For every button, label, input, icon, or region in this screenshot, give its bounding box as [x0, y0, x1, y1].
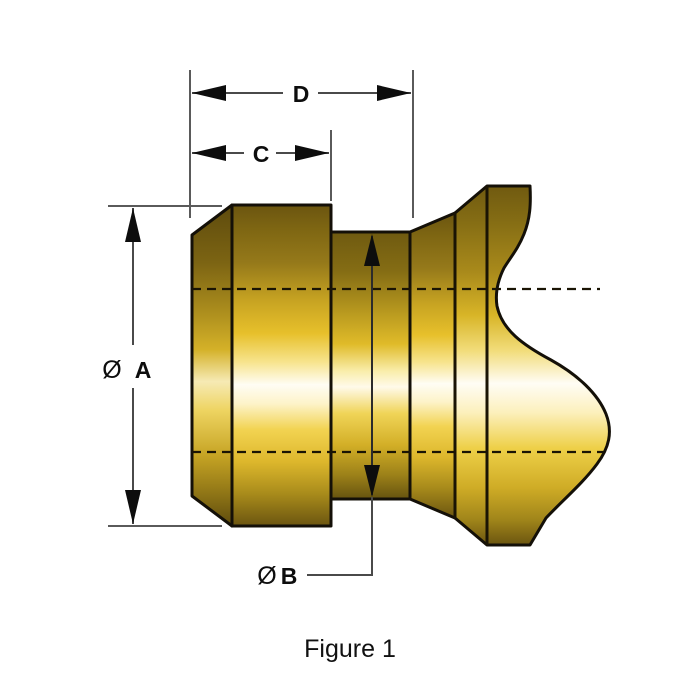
part-body: [190, 184, 611, 547]
part-right-bulb: [453, 184, 611, 547]
dimension-C-label: C: [253, 141, 270, 167]
dimension-D-arrow-left: [192, 85, 226, 101]
dimension-A-diameter-symbol: Ø: [102, 356, 121, 384]
dimension-D: D: [189, 70, 414, 218]
dimension-D-label: D: [293, 81, 310, 107]
part-groove-floor: [329, 230, 412, 501]
dimension-B-leader-line: [307, 497, 373, 576]
figure-caption: Figure 1: [304, 635, 396, 663]
dimension-A-arrow-top: [125, 208, 141, 242]
dimension-C: C: [192, 130, 332, 201]
part-main-body: [230, 203, 333, 528]
dimension-B-label: B: [281, 563, 298, 589]
dimension-A-label: A: [135, 357, 152, 383]
dimension-B: Ø B: [257, 234, 380, 590]
dimension-D-arrow-right: [377, 85, 411, 101]
dimension-B-diameter-symbol: Ø: [257, 562, 276, 590]
part-left-chamfer: [190, 203, 234, 528]
dimension-C-arrow-right: [295, 145, 329, 161]
dimension-A: Ø A: [102, 205, 222, 527]
dimension-B-arrow-bottom: [364, 465, 380, 497]
dimension-B-arrow-top: [364, 234, 380, 266]
dimension-C-arrow-left: [192, 145, 226, 161]
part-shoulder-flange: [408, 211, 457, 520]
dimension-A-arrow-bottom: [125, 490, 141, 524]
